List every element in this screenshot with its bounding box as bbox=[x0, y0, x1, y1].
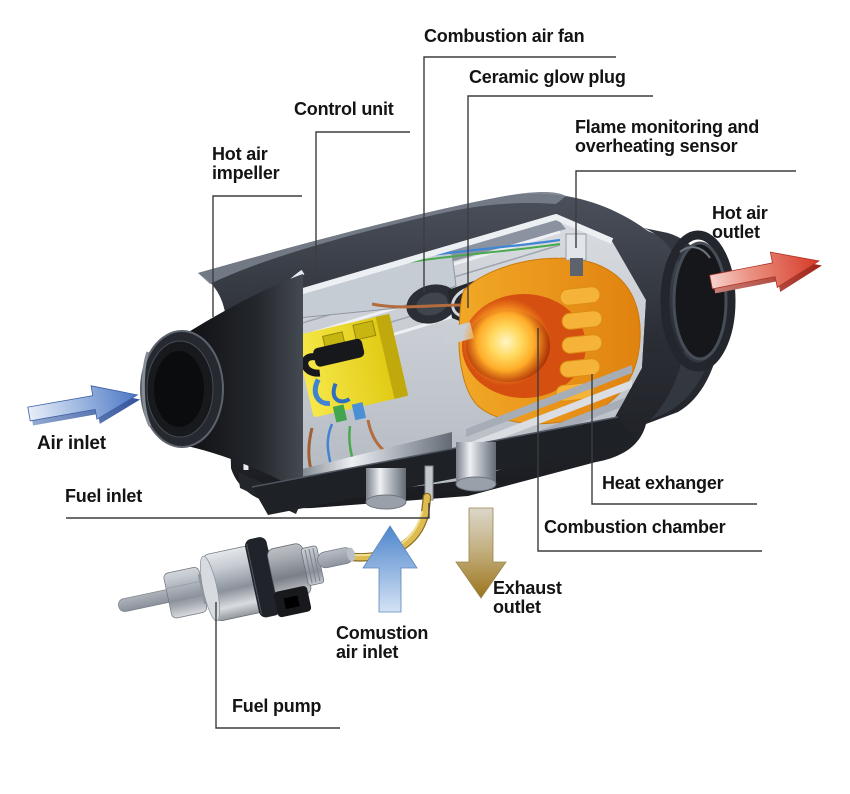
air-inlet-arrow bbox=[27, 385, 141, 426]
label-line: Flame monitoring and bbox=[575, 117, 760, 137]
label-control-unit: Control unit bbox=[294, 99, 394, 119]
label-combustion-air-inlet: Comustion air inlet bbox=[336, 624, 428, 662]
label-line: air inlet bbox=[336, 642, 399, 662]
leader-fuel-inlet bbox=[66, 503, 430, 519]
label-line: Comustion bbox=[336, 623, 429, 643]
leader-combustion-air-fan bbox=[423, 56, 616, 292]
leader-flame-sensor bbox=[575, 170, 796, 248]
leader-ceramic-glow-plug bbox=[467, 95, 653, 308]
combustion-chamber-part bbox=[440, 257, 641, 425]
leader-hot-air-impeller bbox=[212, 195, 302, 317]
label-fuel-pump: Fuel pump bbox=[232, 696, 322, 716]
flame-glow bbox=[462, 298, 550, 386]
label-ceramic-glow-plug: Ceramic glow plug bbox=[469, 67, 626, 87]
flow-arrows bbox=[27, 251, 822, 613]
leader-combustion-chamber bbox=[537, 328, 762, 552]
label-exhaust-outlet: Exhaust outlet bbox=[493, 579, 562, 617]
label-line: impeller bbox=[212, 163, 280, 183]
label-line: overheating sensor bbox=[575, 136, 738, 156]
label-line: outlet bbox=[712, 222, 760, 242]
label-line: Exhaust bbox=[493, 578, 562, 598]
label-air-inlet: Air inlet bbox=[37, 433, 106, 454]
label-hot-air-outlet: Hot air outlet bbox=[712, 204, 768, 242]
label-line: outlet bbox=[493, 597, 541, 617]
exhaust-outlet-arrow bbox=[455, 507, 507, 599]
leader-lines bbox=[66, 56, 796, 729]
shell-top-bevel bbox=[198, 191, 566, 284]
combustion-air-pipe bbox=[365, 468, 407, 510]
label-flame-sensor: Flame monitoring and overheating sensor bbox=[575, 118, 759, 156]
label-hot-air-impeller: Hot air impeller bbox=[212, 144, 280, 183]
hot-air-impeller-part bbox=[140, 269, 305, 492]
label-heat-exchanger: Heat exhanger bbox=[602, 473, 724, 493]
combustion-air-inlet-arrow bbox=[362, 525, 418, 613]
control-unit-part bbox=[295, 313, 409, 423]
bottom-mount-and-pipes bbox=[238, 416, 636, 515]
label-fuel-inlet: Fuel inlet bbox=[65, 486, 143, 506]
heater-body bbox=[140, 191, 736, 515]
label-line: Hot air bbox=[712, 203, 768, 223]
hot-air-outlet-arrow bbox=[709, 251, 822, 294]
fuel-pump-part bbox=[118, 537, 356, 622]
leader-control-unit bbox=[315, 131, 410, 278]
leader-fuel-pump bbox=[215, 602, 340, 729]
exhaust-pipe bbox=[455, 442, 497, 492]
hot-air-outlet-port bbox=[644, 228, 736, 420]
leader-heat-exchanger bbox=[591, 374, 757, 505]
label-combustion-chamber: Combustion chamber bbox=[544, 517, 726, 537]
label-combustion-air-fan: Combustion air fan bbox=[424, 26, 585, 46]
label-line: Hot air bbox=[212, 144, 268, 164]
bottom-rail bbox=[252, 417, 636, 515]
